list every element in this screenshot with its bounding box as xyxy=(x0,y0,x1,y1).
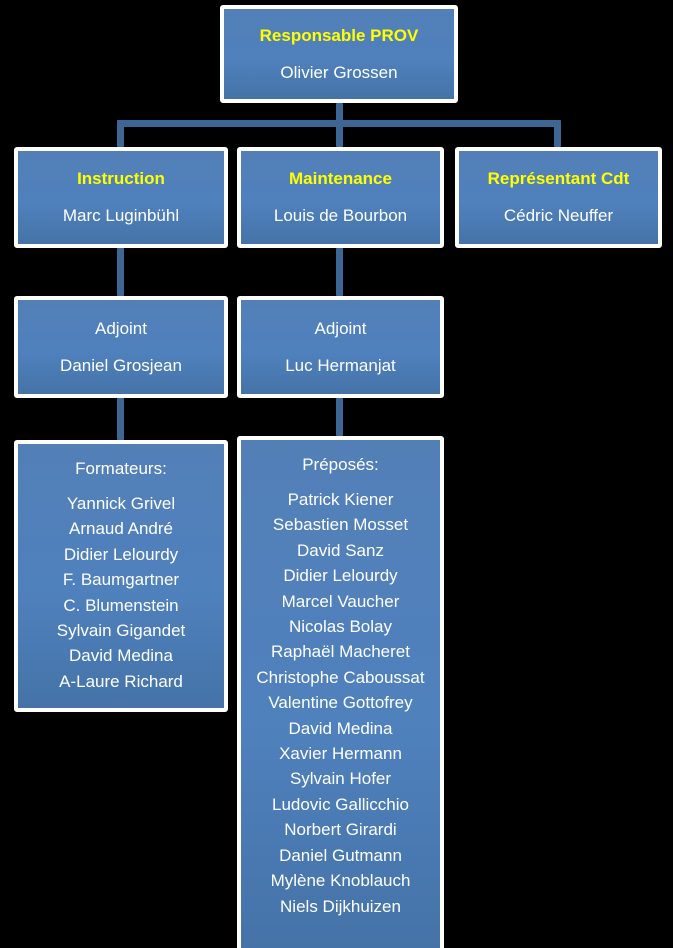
team-member: Christophe Caboussat xyxy=(256,667,425,687)
team-member: F. Baumgartner xyxy=(62,570,180,590)
team-member: Didier Lelourdy xyxy=(283,566,398,586)
org-box-adjoint-maintenance[interactable]: Adjoint Luc Hermanjat xyxy=(237,296,444,398)
team-member: David Medina xyxy=(288,718,393,738)
box-title: Instruction xyxy=(77,169,165,188)
box-name: Olivier Grossen xyxy=(280,62,398,82)
connector-maintenance-adjoint xyxy=(336,248,343,296)
box-title: Maintenance xyxy=(289,169,392,188)
team-member: Mylène Knoblauch xyxy=(270,871,411,891)
team-member: Valentine Gottofrey xyxy=(268,693,413,713)
team-member: Sylvain Gigandet xyxy=(56,621,186,641)
team-member: Xavier Hermann xyxy=(279,744,402,764)
org-box-representant-cdt[interactable]: Représentant Cdt Cédric Neuffer xyxy=(455,147,662,248)
connector-adjoint-preposes xyxy=(336,398,343,436)
org-box-responsable-prov[interactable]: Responsable PROV Olivier Grossen xyxy=(220,5,458,103)
team-member: Raphaël Macheret xyxy=(271,642,410,662)
org-box-instruction[interactable]: Instruction Marc Luginbühl xyxy=(14,147,228,248)
box-name: Cédric Neuffer xyxy=(503,206,614,225)
team-member: Norbert Girardi xyxy=(284,820,397,840)
team-member: David Medina xyxy=(69,646,173,666)
box-name: Marc Luginbühl xyxy=(62,206,180,225)
connector-adjoint-formateurs xyxy=(117,398,124,440)
connector-drop-instruction xyxy=(117,120,124,147)
team-member: Yannick Grivel xyxy=(66,494,176,513)
team-heading: Préposés: xyxy=(302,455,379,474)
connector-drop-maintenance xyxy=(336,120,343,147)
connector-drop-representant xyxy=(554,120,561,147)
org-box-adjoint-instruction[interactable]: Adjoint Daniel Grosjean xyxy=(14,296,228,398)
team-member: Nicolas Bolay xyxy=(289,617,392,637)
team-member: Sylvain Hofer xyxy=(289,769,392,789)
box-role: Adjoint xyxy=(314,318,367,338)
team-member: Patrick Kiener xyxy=(287,490,394,509)
connector-root-down xyxy=(336,103,343,127)
box-name: Daniel Grosjean xyxy=(60,355,182,375)
team-member: Daniel Gutmann xyxy=(279,845,402,865)
team-member: Arnaud André xyxy=(69,519,173,539)
team-member: Niels Dijkhuizen xyxy=(280,896,401,916)
team-member: A-Laure Richard xyxy=(59,671,183,691)
connector-instruction-adjoint xyxy=(117,248,124,296)
org-box-maintenance[interactable]: Maintenance Louis de Bourbon xyxy=(237,147,444,248)
team-member: David Sanz xyxy=(297,540,384,560)
team-member: Sebastien Mosset xyxy=(272,515,409,535)
team-member: Marcel Vaucher xyxy=(281,591,400,611)
box-role: Adjoint xyxy=(95,318,147,338)
box-title: Responsable PROV xyxy=(259,25,419,45)
team-member: Didier Lelourdy xyxy=(63,544,179,564)
box-title: Représentant Cdt xyxy=(487,169,630,188)
box-name: Luc Hermanjat xyxy=(285,355,396,375)
box-name: Louis de Bourbon xyxy=(273,206,408,225)
team-heading: Formateurs: xyxy=(75,459,167,478)
team-member: Ludovic Gallicchio xyxy=(271,794,409,814)
team-member: C. Blumenstein xyxy=(63,595,179,615)
